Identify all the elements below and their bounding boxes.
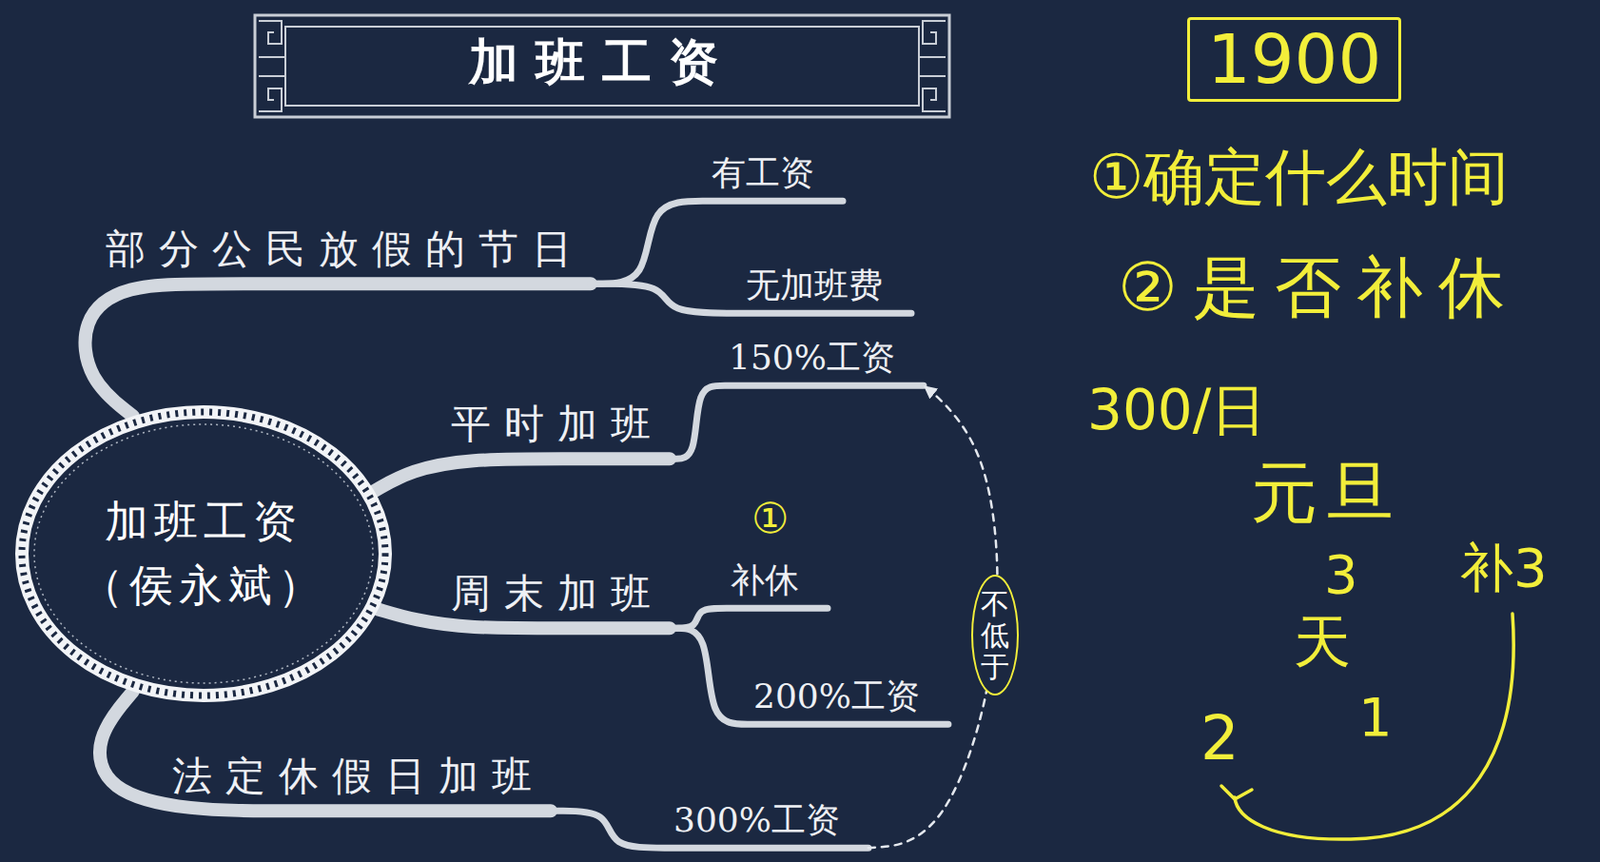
node-text: 法定休假日加班 [172,753,546,800]
handwritten-note: 300/日 [1087,378,1267,443]
ellipse-inner [34,424,373,683]
branch-topic: 周末加班 [445,568,670,628]
handwritten-arrow [1234,613,1514,840]
branch-connector [85,283,591,416]
central-topic: 加班工资 （侯永斌） [13,403,394,704]
node-text: 有工资 [711,152,815,194]
handwritten-note: 3 [1324,544,1359,605]
node-text: 补休 [730,559,800,601]
handwritten-arrowhead [1221,785,1252,800]
leaf-topic: 有工资 [705,150,843,201]
branch-connector [669,607,828,628]
dashed-arrow [868,385,998,848]
leaf-topic: 300%工资 [667,797,869,848]
leaf-topic: 150%工资 [722,334,924,386]
title-text: 加班工资 [254,34,950,89]
frame-inner [285,26,919,106]
ellipse-pattern [21,411,386,696]
boxed-note: 1900 [1187,17,1402,102]
handwritten-note: ①确定什么时间 [1089,142,1509,214]
branch-connector [590,283,912,313]
edge-label: 不低于 [971,574,1019,696]
branch-topic: 部分公民放假的节日 [99,224,591,284]
node-text: 1900 [1207,21,1382,98]
handwritten-note: ②是否补休 [1117,249,1521,327]
ellipse-ring [21,411,386,696]
node-text: 平时加班 [450,401,664,448]
branch-topic: 平时加班 [445,399,670,459]
node-text: 部分公民放假的节日 [105,226,586,273]
node-text: 无加班费 [745,264,883,306]
handwritten-note: 补3 [1460,537,1548,599]
node-text: 加班工资 （侯永斌） [75,489,332,617]
leaf-topic: 200%工资 [747,673,949,724]
leaf-topic: 补休 [724,557,828,608]
branch-connector [669,385,924,459]
ellipse-outline [13,403,394,704]
branch-connector [590,200,843,284]
branch-connector [669,627,949,724]
frame-fret [258,20,946,112]
node-text: 300%工资 [673,799,840,840]
handwritten-note: ① [751,494,789,544]
handwritten-note: 2 [1200,703,1240,775]
branch-connector [550,810,869,848]
node-text: 周末加班 [450,570,664,617]
branch-topic: 法定休假日加班 [166,751,551,811]
branch-connector [373,458,670,491]
node-text: 150%工资 [728,336,896,378]
handwritten-note: 元旦 [1250,454,1404,532]
frame-fret [258,57,946,77]
frame-outer [254,15,950,118]
handwritten-note: 天 [1293,608,1351,675]
leaf-topic: 无加班费 [740,262,912,313]
handwritten-note: 1 [1358,686,1393,748]
node-text: 200%工资 [753,675,920,717]
branch-connector [378,608,670,628]
branch-connector [99,691,551,812]
